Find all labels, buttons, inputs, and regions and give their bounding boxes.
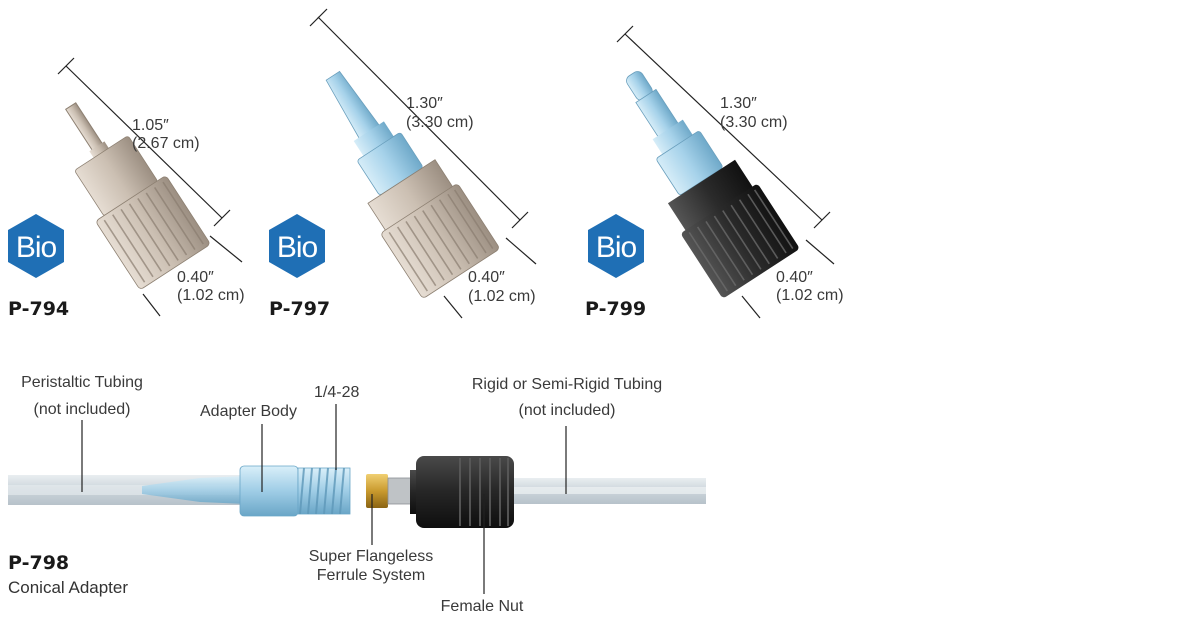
label-peristaltic-tubing: Peristaltic Tubing: [21, 374, 143, 391]
p799-length-cm: (3.30 cm): [720, 114, 788, 131]
label-adapter-body: Adapter Body: [200, 403, 297, 420]
label-female-nut: Female Nut: [440, 598, 524, 615]
bio-badge-2: Bio: [269, 214, 325, 278]
p797-height-inches: 0.40″: [468, 269, 505, 286]
part-number-p797: P-797: [269, 298, 331, 320]
label-ferrule-system: Ferrule System: [316, 567, 426, 584]
fitting-p794: [57, 57, 243, 317]
part-number-p794: P-794: [8, 298, 70, 320]
dimension-lines: [57, 57, 243, 317]
fitting-p799: [616, 25, 835, 319]
bio-badge-1: Bio: [8, 214, 64, 278]
bio-badge-3: Bio: [588, 214, 644, 278]
label-peristaltic-not-included: (not included): [33, 401, 131, 418]
p799-height-inches: 0.40″: [776, 269, 813, 286]
label-rigid-not-included: (not included): [518, 402, 616, 419]
assembly-p798: [8, 404, 706, 594]
ferrule: [366, 474, 388, 508]
part-subtitle-conical-adapter: Conical Adapter: [8, 578, 129, 597]
p794-height-inches: 0.40″: [177, 269, 214, 286]
bio-badge-text: Bio: [596, 231, 637, 264]
p797-height-cm: (1.02 cm): [468, 288, 536, 305]
fitting-p797: [309, 8, 537, 319]
p799-height-cm: (1.02 cm): [776, 287, 844, 304]
p794-height-cm: (1.02 cm): [177, 287, 245, 304]
bio-badge-text: Bio: [277, 231, 318, 264]
p797-length-cm: (3.30 cm): [406, 114, 474, 131]
label-thread-size: 1/4-28: [314, 384, 360, 401]
bio-badge-text: Bio: [16, 231, 57, 264]
p797-length-inches: 1.30″: [406, 95, 443, 112]
p794-length-inches: 1.05″: [132, 117, 169, 134]
part-number-p798: P-798: [8, 552, 70, 574]
label-rigid-tubing: Rigid or Semi-Rigid Tubing: [471, 376, 663, 393]
callout-lines: [81, 404, 567, 594]
adapter-body: [239, 465, 299, 517]
label-super-flangeless: Super Flangeless: [308, 548, 434, 565]
p794-length-cm: (2.67 cm): [132, 135, 200, 152]
p799-length-inches: 1.30″: [720, 95, 757, 112]
part-number-p799: P-799: [585, 298, 647, 320]
